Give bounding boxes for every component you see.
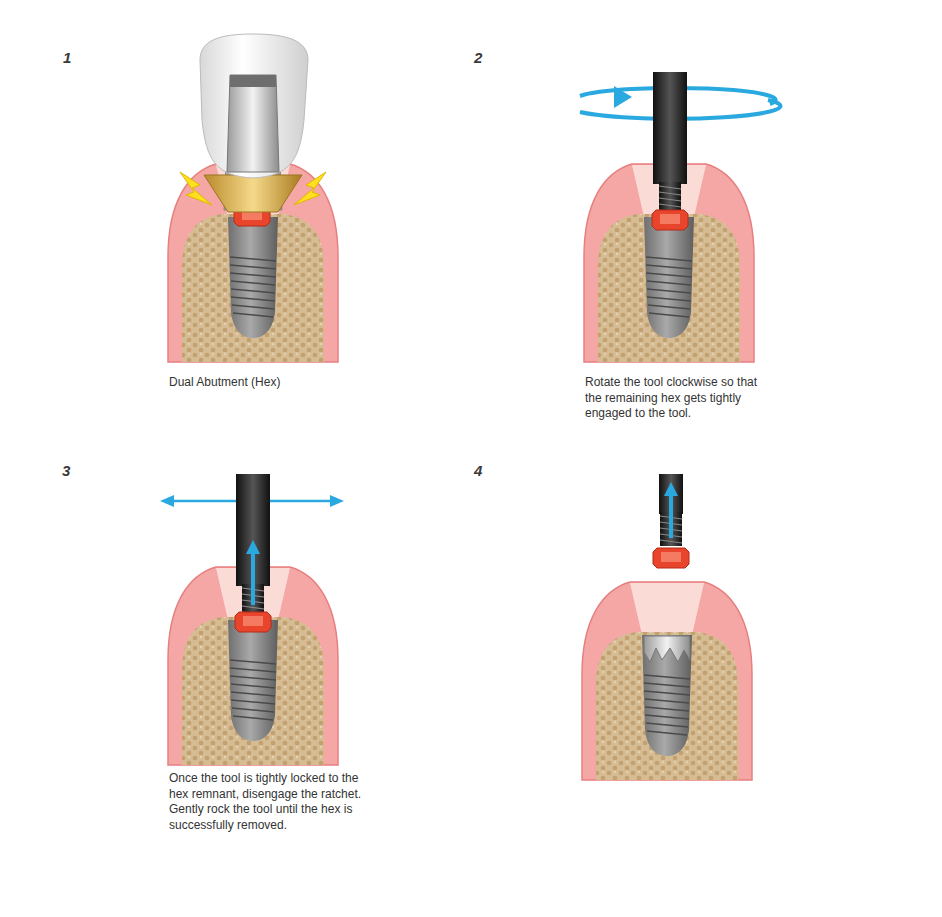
panel-2-illustration (580, 72, 780, 362)
panel-number: 3 (62, 462, 70, 479)
panel-number: 2 (474, 49, 482, 66)
caption: Dual Abutment (Hex) (169, 375, 349, 391)
panel-number: 4 (474, 462, 482, 479)
panel-4-illustration (582, 474, 752, 780)
caption: Once the tool is tightly locked to the h… (169, 771, 369, 833)
caption: Rotate the tool clockwise so that the re… (585, 375, 763, 422)
panel-number: 1 (63, 49, 71, 66)
panel-3-illustration (160, 474, 344, 765)
panel-1-illustration (168, 34, 338, 362)
